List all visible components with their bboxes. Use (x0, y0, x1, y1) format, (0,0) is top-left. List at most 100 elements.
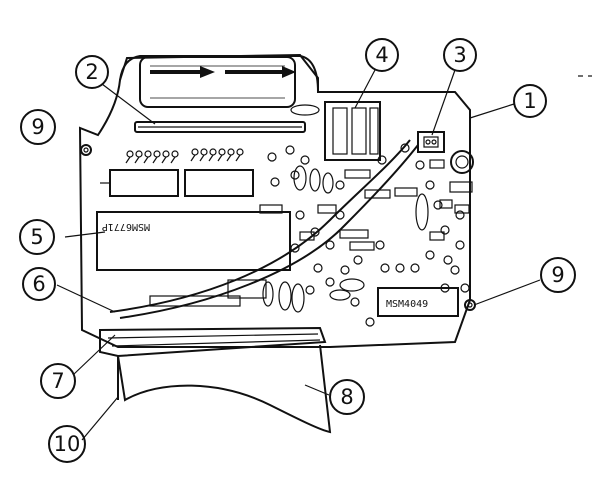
callout-9-left-number: 9 (31, 115, 44, 139)
flex-wire-upper (109, 139, 411, 313)
solder-pad (455, 210, 465, 220)
resistor (317, 204, 337, 214)
callout-2: 2 (75, 55, 109, 89)
resistor (349, 241, 375, 251)
capacitor (322, 172, 334, 194)
callout-1: 1 (513, 84, 547, 118)
solder-pad (313, 263, 323, 273)
solder-pad (295, 210, 305, 220)
solder-pad (440, 283, 450, 293)
solder-pad (270, 177, 280, 187)
header-pin-lead (226, 154, 232, 162)
resistor (339, 229, 369, 239)
resistor (439, 199, 453, 209)
solder-pad (395, 263, 405, 273)
solder-pad (285, 145, 295, 155)
solder-pad (400, 143, 410, 153)
callout-10: 10 (48, 425, 86, 463)
resistor (364, 189, 391, 199)
solder-pad (290, 243, 300, 253)
capacitor (291, 283, 305, 313)
solder-pad (340, 265, 350, 275)
header-pin-lead (190, 154, 196, 162)
capacitor (339, 278, 365, 292)
ic-upper-middle (184, 169, 254, 197)
flex-wire-lower (119, 144, 419, 319)
leader-lines (56, 69, 541, 441)
header-pin-lead (134, 156, 140, 164)
solder-pad (433, 200, 443, 210)
header-pin-lead (235, 154, 241, 162)
driver-chip: MSM4049 (377, 287, 459, 317)
round-capacitor (450, 150, 474, 174)
capacitor (262, 281, 274, 307)
callout-7-number: 7 (51, 369, 64, 393)
capacitor (329, 289, 351, 301)
resistor (429, 159, 445, 169)
resistor (449, 181, 473, 193)
header-pin (191, 148, 199, 156)
callout-3-number: 3 (453, 43, 466, 67)
solder-pad (460, 283, 470, 293)
solder-pad (440, 225, 450, 235)
solder-pad (325, 240, 335, 250)
resistor (454, 204, 470, 214)
callout-6-number: 6 (32, 272, 45, 296)
header-pin (153, 150, 161, 158)
solder-pad (350, 297, 360, 307)
callout-8-number: 8 (340, 385, 353, 409)
main-cpu-chip: MSM6771P (96, 211, 291, 271)
header-pin (135, 150, 143, 158)
header-pin-lead (217, 154, 223, 162)
solder-pad (375, 240, 385, 250)
capacitor (309, 168, 321, 192)
callout-6: 6 (22, 267, 56, 301)
resistor (259, 204, 283, 214)
battery-component (139, 56, 296, 108)
lower-strip (149, 279, 267, 307)
callout-5-number: 5 (30, 225, 43, 249)
pin-header-middle (190, 148, 244, 162)
header-pin (126, 150, 134, 158)
solder-pad (450, 265, 460, 275)
capacitor (293, 165, 307, 191)
header-pin (209, 148, 217, 156)
callout-9-right-number: 9 (551, 263, 564, 287)
capacitor (278, 281, 292, 311)
resistor (394, 187, 418, 197)
callout-10-number: 10 (54, 432, 81, 456)
lcd-connector (99, 326, 327, 358)
driver-chip-label: MSM4049 (386, 299, 428, 310)
callout-3: 3 (443, 38, 477, 72)
main-cpu-label: MSM6771P (102, 221, 150, 232)
ic-upper-left (100, 169, 179, 197)
solder-pad (267, 152, 277, 162)
callout-9-left: 9 (20, 109, 56, 145)
flat-ribbon-cable (117, 344, 332, 434)
callout-4: 4 (365, 38, 399, 72)
header-pin-lead (125, 156, 131, 164)
solder-pad (415, 160, 425, 170)
capacitor (415, 193, 429, 231)
solder-pad (325, 277, 335, 287)
small-components (259, 143, 473, 327)
callout-5: 5 (19, 219, 55, 255)
header-pin (236, 148, 244, 156)
solder-pad (380, 263, 390, 273)
header-pin (171, 150, 179, 158)
solder-pad (425, 250, 435, 260)
header-pin-lead (208, 154, 214, 162)
solder-pad (365, 317, 375, 327)
header-pin-lead (152, 156, 158, 164)
header-pin (200, 148, 208, 156)
solder-pad (410, 263, 420, 273)
callout-layer: 1 2 3 4 5 6 7 8 (19, 38, 576, 463)
solder-pad (335, 180, 345, 190)
callout-4-number: 4 (375, 43, 388, 67)
header-pin-lead (170, 156, 176, 164)
relay-block (290, 101, 381, 161)
header-pin (227, 148, 235, 156)
header-pin-lead (161, 156, 167, 164)
